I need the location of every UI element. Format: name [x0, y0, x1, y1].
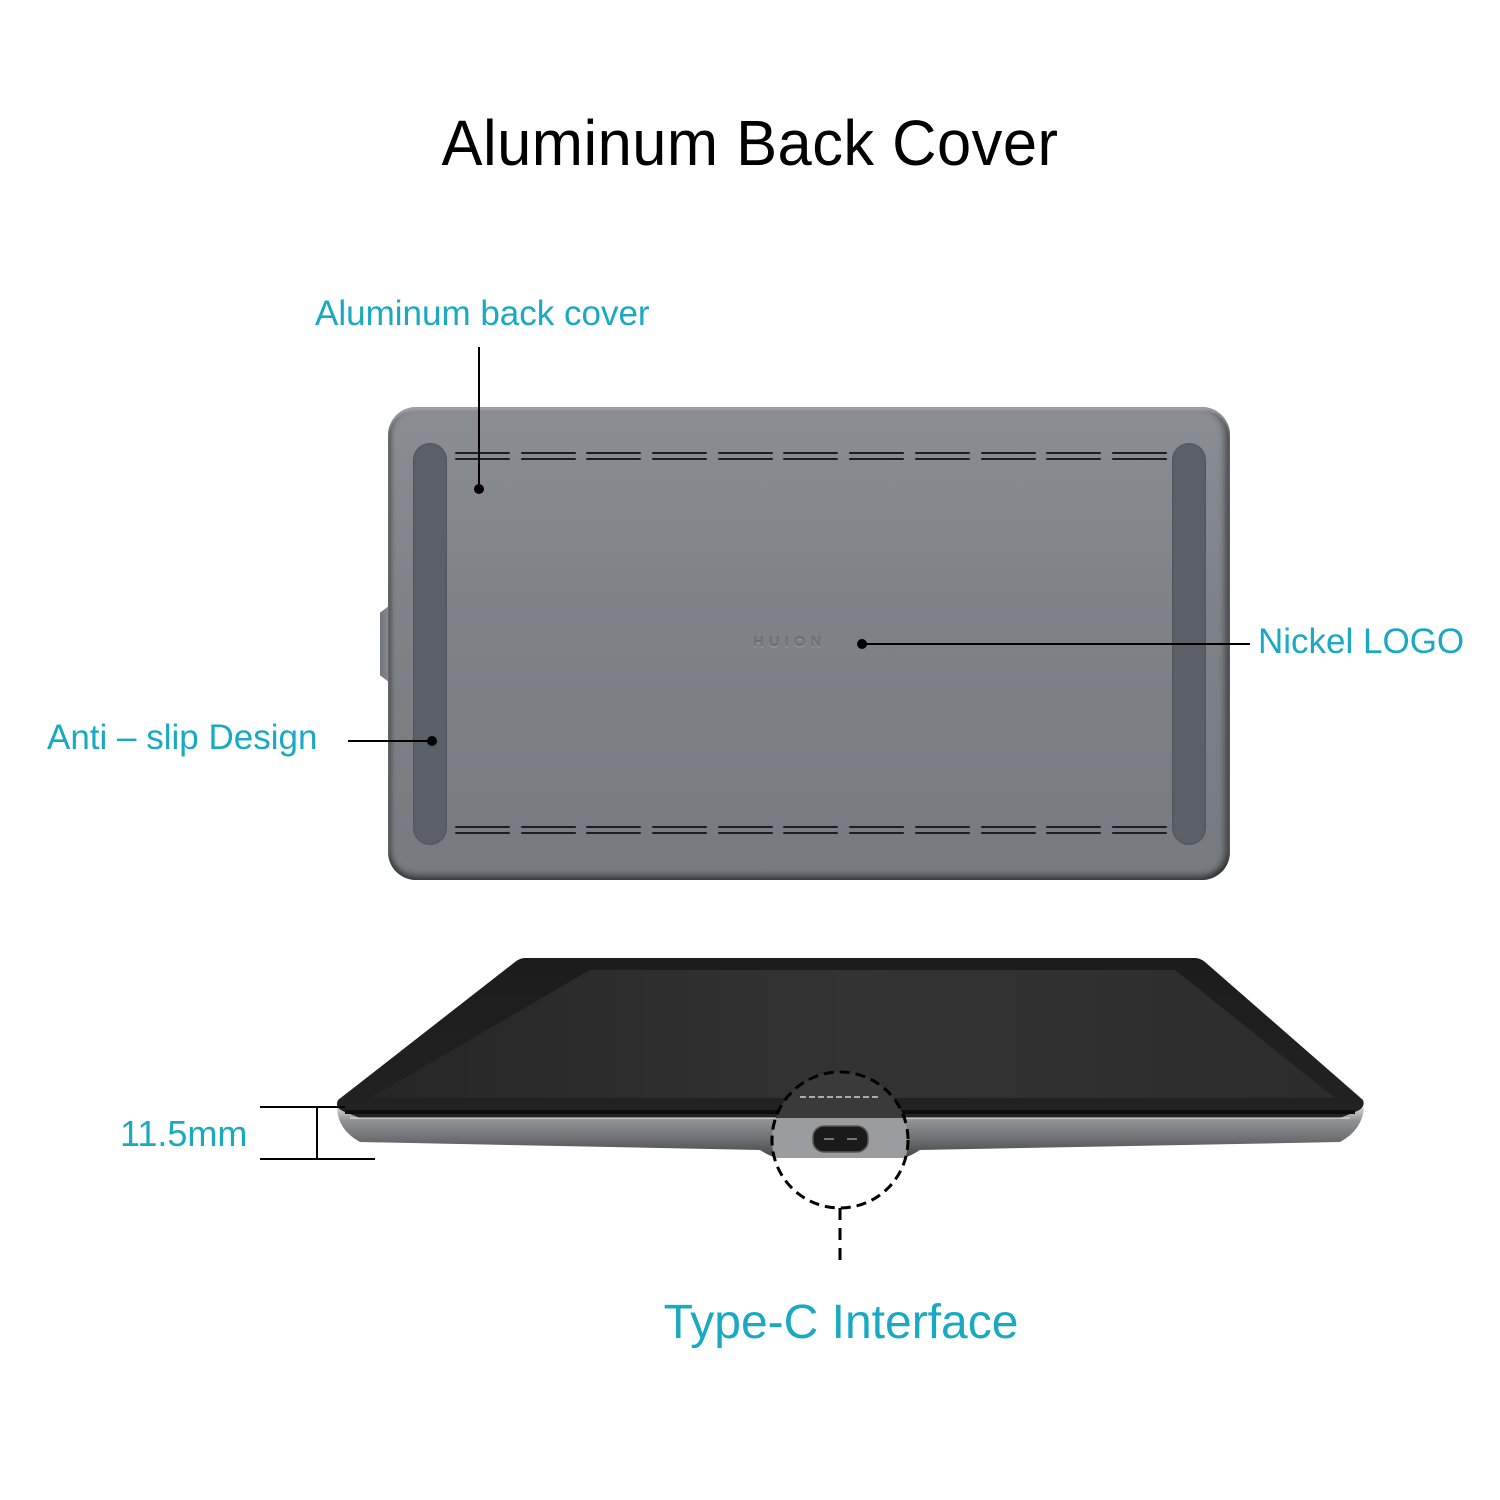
vent-row-bottom [455, 826, 1167, 834]
vent-slot [849, 826, 905, 834]
callout-dot-logo [857, 639, 867, 649]
callout-anti-slip: Anti – slip Design [47, 718, 318, 757]
callout-thickness: 11.5mm [120, 1113, 248, 1154]
callout-line-aluminum [478, 347, 480, 488]
callout-type-c-interface: Type-C Interface [663, 1296, 1019, 1349]
vent-slot [1111, 452, 1167, 460]
anti-slip-strip-left [413, 443, 447, 845]
magnifier-circle [770, 1070, 910, 1210]
vent-slot [652, 826, 708, 834]
vent-row-top [455, 452, 1167, 460]
vent-slot [914, 826, 970, 834]
vent-slot [717, 826, 773, 834]
vent-slot [1111, 826, 1167, 834]
vent-slot [849, 452, 905, 460]
callout-line-anti-slip [348, 740, 432, 742]
vent-slot [1046, 826, 1102, 834]
callout-dot-aluminum [474, 484, 484, 494]
vent-slot [652, 452, 708, 460]
vent-slot [1046, 452, 1102, 460]
vent-slot [980, 452, 1036, 460]
vent-slot [455, 452, 510, 460]
vent-slot [717, 452, 773, 460]
callout-nickel-logo: Nickel LOGO [1258, 622, 1465, 661]
vent-slot [455, 826, 510, 834]
vent-slot [783, 452, 839, 460]
callout-aluminum-back-cover: Aluminum back cover [315, 294, 650, 333]
vent-slot [586, 826, 642, 834]
type-c-port [812, 1125, 869, 1153]
vent-slot [914, 452, 970, 460]
huion-logo: HUION [753, 634, 827, 651]
callout-line-logo [862, 643, 1250, 645]
vent-slot [520, 452, 576, 460]
screen-area [370, 970, 1335, 1098]
callout-dot-anti-slip [427, 736, 437, 746]
vent-slot [783, 826, 839, 834]
vent-slot [586, 452, 642, 460]
vent-slot [980, 826, 1036, 834]
side-button [380, 605, 390, 683]
page-title: Aluminum Back Cover [441, 107, 1059, 179]
vent-slot [520, 826, 576, 834]
